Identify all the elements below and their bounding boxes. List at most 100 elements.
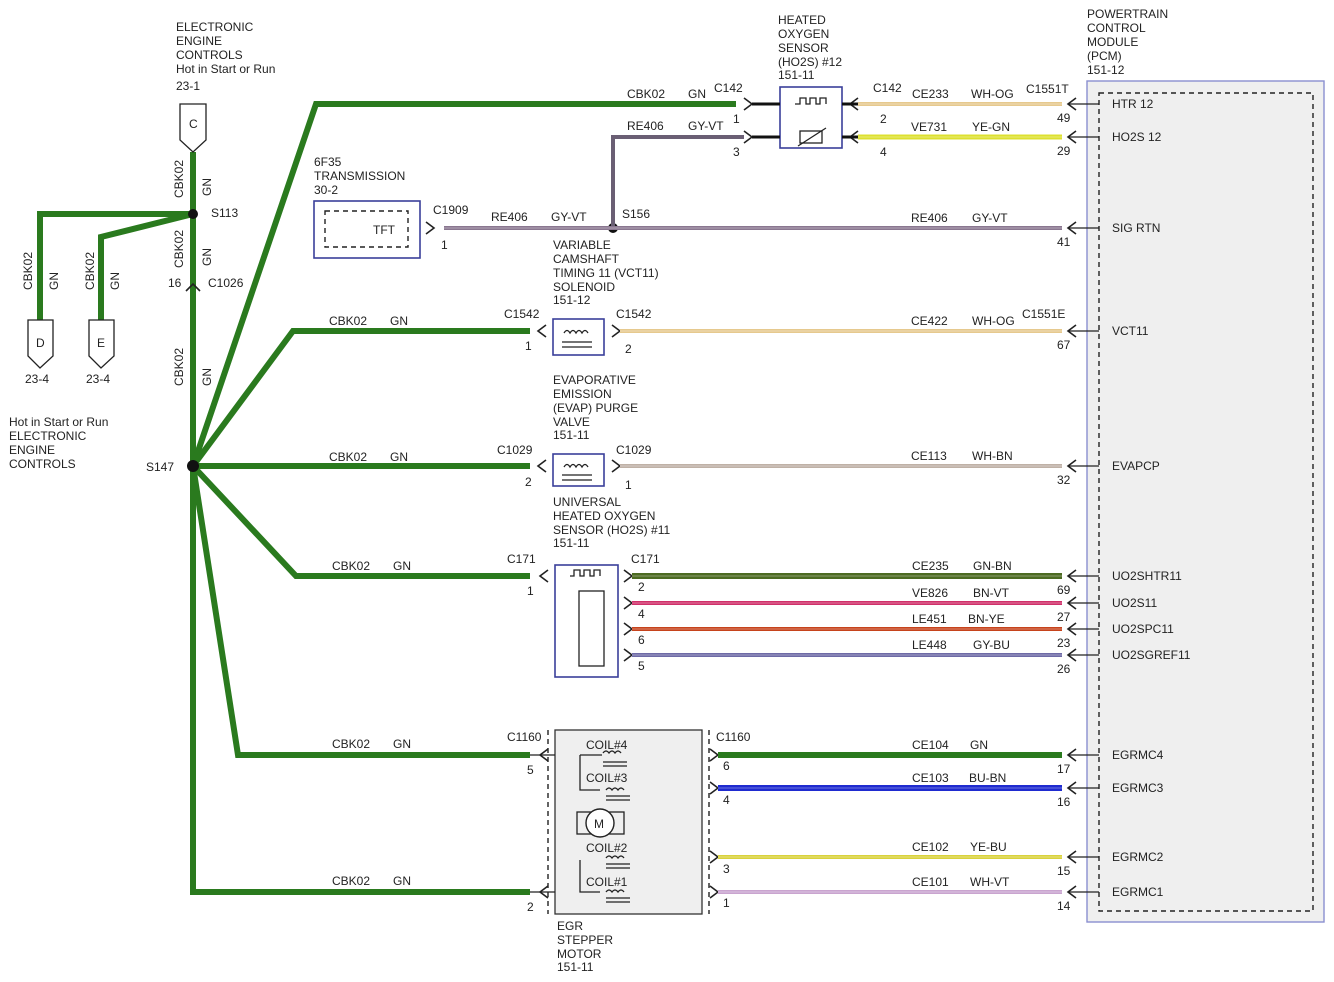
connector-arrow-icon [709,885,720,899]
solenoid-coil-icon [562,329,592,348]
pcm-pin-number: 27 [1057,610,1071,624]
connector-c1026-mark [185,282,201,292]
ho2s12-pin-4: 4 [880,145,887,159]
ho2s12-conn-right: C142 [873,81,902,95]
wire-to-uho2s [190,463,530,579]
left-bottom-title-line: ELECTRONIC [9,429,87,443]
pcm-pin-number: 32 [1057,473,1071,487]
left-bottom-title-line: Hot in Start or Run [9,415,108,429]
pcm-wire-circuit: CE101 [912,875,949,889]
pcm-wire-circuit: LE448 [912,638,947,652]
tft-wire-color: GY-VT [551,210,587,224]
vertical-wire-circuit: CBK02 [21,252,35,290]
ho2s12-title-line: (HO2S) #12 [778,55,842,69]
connector-d: D [27,319,54,369]
solenoid-coil-icon [562,463,592,481]
pcm-pin-label: UO2SHTR11 [1112,569,1182,583]
vct-conn-right: C1542 [616,307,652,321]
pcm-pin-number: 14 [1057,899,1071,913]
egr-top-wire-color: GN [393,737,411,751]
egr-coil3-label: COIL#3 [586,771,628,785]
pcm-title-line: POWERTRAIN [1087,7,1168,21]
connector-arrow-icon [425,221,436,235]
sensor-element-icon [799,130,823,144]
egr-component: COIL#4 COIL#3 COIL#2 COIL#1 M EGR STEPPE… [332,729,751,974]
tft-label: TFT [373,223,396,237]
pcm-wire-color: GY-VT [972,211,1008,225]
pcm-pin-number: 29 [1057,144,1071,158]
tft-connector: C1909 [433,203,469,217]
pcm-pin-number: 17 [1057,762,1071,776]
connector-arrow-icon [623,648,634,662]
egr-pin-left-5: 5 [527,763,534,777]
ho2s12-in1-circuit: CBK02 [627,87,665,101]
vct-title-line: TIMING 11 (VCT11) [553,266,659,280]
connector-arrow-icon [743,97,754,111]
uho2s-title-line: SENSOR (HO2S) #11 [553,523,670,537]
connector-c: C [179,103,207,153]
pcm-wire-color: GN [970,738,988,752]
vct-title-line: CAMSHAFT [553,252,620,266]
vct-title-line: VARIABLE [553,238,611,252]
coil-icon [605,855,630,869]
vertical-wire-circuit: CBK02 [172,230,186,268]
tft-pin: 1 [441,238,448,252]
tft-title-line: 30-2 [314,183,338,197]
left-top-title-line: CONTROLS [176,48,243,62]
evap-conn-left: C1029 [497,443,533,457]
pcm-title-line: MODULE [1087,35,1138,49]
connector-arrow-icon [709,850,720,864]
sensor-element-icon [797,127,827,147]
egr-coil4-label: COIL#4 [586,738,628,752]
pcm-wire-color: BN-VT [973,586,1010,600]
splice-s156-label: S156 [622,207,650,221]
evap-title-line: (EVAP) PURGE [553,401,638,415]
sensor-element-icon [578,590,605,667]
egr-pin-4: 4 [723,793,730,807]
pcm-wire-circuit: CE422 [911,314,948,328]
uho2s-pin-4: 4 [638,607,645,621]
vct-title-line: 151-12 [553,293,591,307]
evap-title-line: EVAPORATIVE [553,373,636,387]
pcm-wire-color: WH-VT [970,875,1010,889]
left-feed-wires [37,101,736,895]
egr-top-wire-circuit: CBK02 [332,737,370,751]
pcm-wire-color: GY-BU [973,638,1010,652]
uho2s-pin-2: 2 [638,580,645,594]
pcm-wire-color: WH-BN [972,449,1013,463]
ho2s12-title-line: OXYGEN [778,27,829,41]
evap-conn-right: C1029 [616,443,652,457]
wire-re406-riser [611,135,744,228]
vertical-wire-circuit: CBK02 [172,348,186,386]
pcm-wire-circuit: CE113 [911,449,947,463]
splice-s113-label: S113 [211,206,238,220]
evap-pin-right: 1 [625,478,632,492]
pcm-pin-number: 67 [1057,338,1071,352]
vertical-wire-color: GN [47,272,61,290]
connector-arrow-icon [538,569,549,583]
egr-title-line: 151-11 [557,960,594,974]
ho2s12-in3-circuit: RE406 [627,119,664,133]
evap-wire-circuit: CBK02 [329,450,367,464]
evap-title-line: VALVE [553,415,590,429]
vertical-wire-color: GN [108,272,122,290]
pin-16-label: 16 [168,276,182,290]
egr-pin-6: 6 [723,759,730,773]
ho2s12-title-line: SENSOR [778,41,829,55]
uho2s-wire-color: GN [393,559,411,573]
egr-bottom-wire-circuit: CBK02 [332,874,370,888]
pcm-wire-color: BU-BN [969,771,1006,785]
uho2s-pin-6: 6 [638,633,645,647]
coil-icon [605,889,630,903]
egr-bottom-wire-color: GN [393,874,411,888]
pcm-pin-number: 16 [1057,795,1071,809]
vct-conn-left: C1542 [504,307,540,321]
pcm-pin-number: 23 [1057,636,1071,650]
splice-s113-dot [188,209,198,219]
uho2s-title-line: HEATED OXYGEN [553,509,655,523]
pcm-pin-label: EVAPCP [1112,459,1160,473]
ho2s12-pin-2: 2 [880,112,887,126]
vct-wire-circuit: CBK02 [329,314,367,328]
connector-arrow-icon [623,596,634,610]
